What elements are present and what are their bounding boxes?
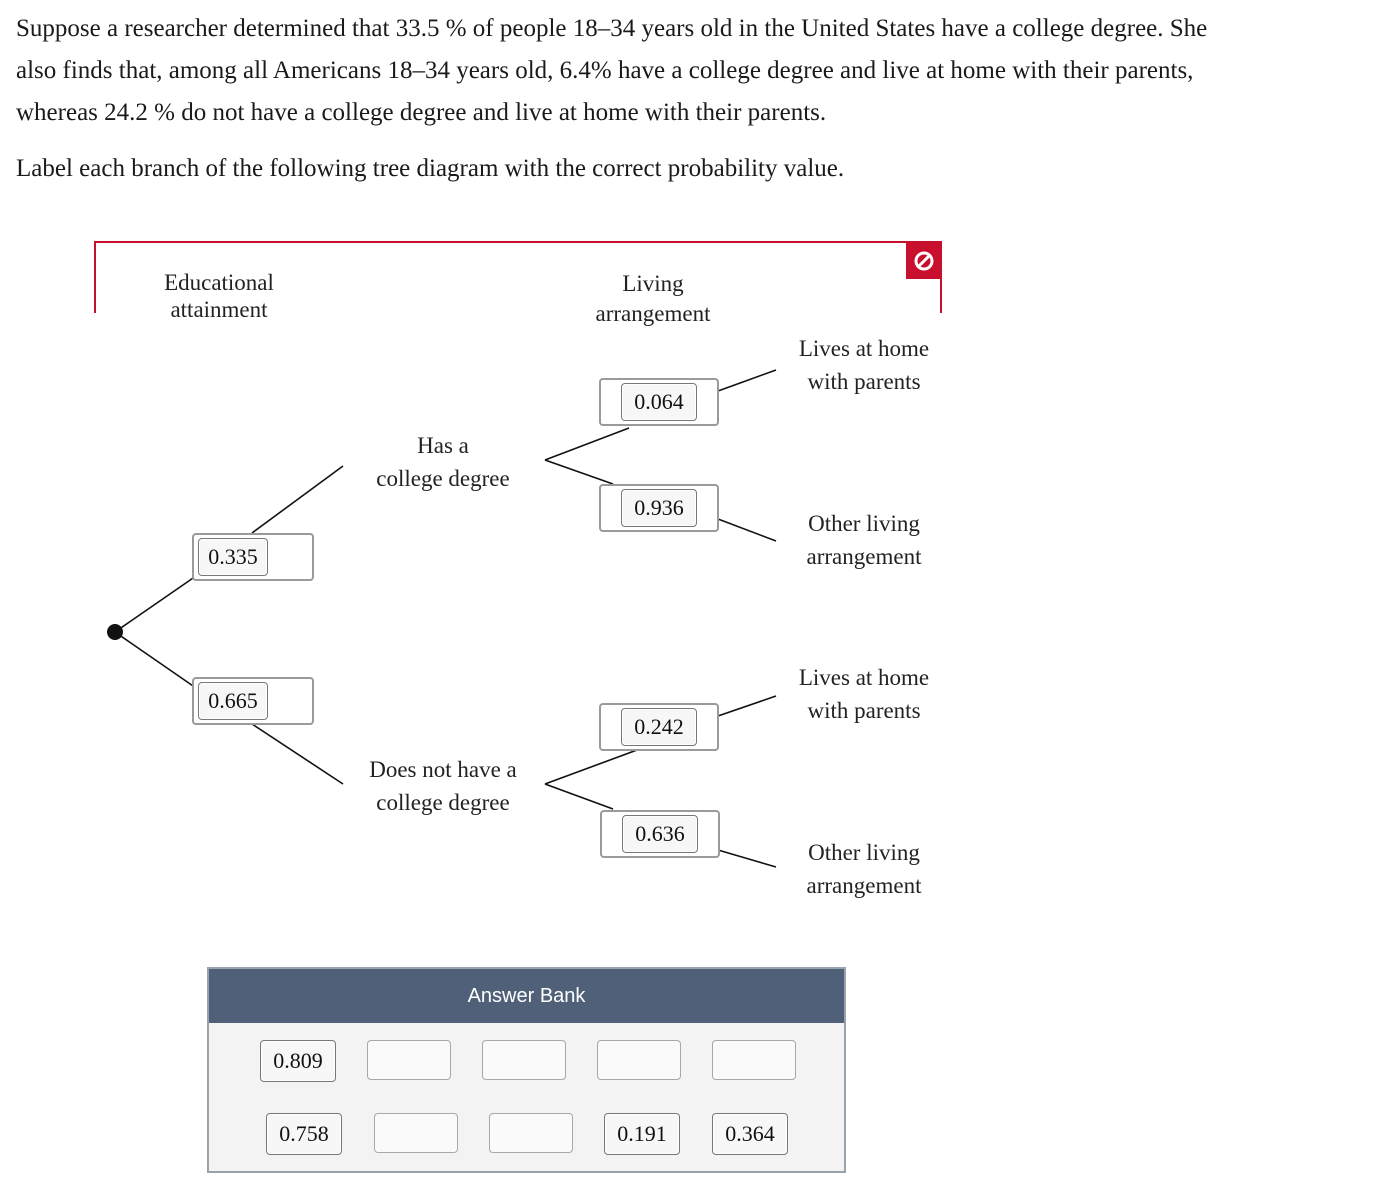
answer-chip[interactable]: 0.335 bbox=[198, 538, 268, 576]
branch-label-no-college: Does not have a college degree bbox=[350, 753, 536, 819]
drop-slot-college-home[interactable]: 0.064 bbox=[599, 378, 719, 426]
instruction-text: Label each branch of the following tree … bbox=[16, 155, 845, 182]
stage2-header: Living arrangement bbox=[572, 269, 734, 329]
leaf-label-college-home-line1: Lives at home bbox=[798, 336, 930, 361]
answer-bank-empty-cell bbox=[482, 1040, 566, 1080]
branch-line-no-college-lower bbox=[251, 723, 344, 785]
branch-line-no-college-home bbox=[544, 749, 638, 785]
answer-bank-empty-cell bbox=[597, 1040, 681, 1080]
branch-label-college-line1: Has a bbox=[417, 433, 469, 458]
question-line-1: Suppose a researcher determined that 33.… bbox=[16, 15, 1208, 42]
branch-line-college-home bbox=[544, 427, 630, 461]
leaf-label-college-other-line1: Other living bbox=[808, 511, 920, 536]
branch-line-no-college-other bbox=[544, 783, 614, 810]
leaf-label-no-college-other-line2: arrangement bbox=[806, 873, 922, 898]
leaf-label-college-home-line2: with parents bbox=[807, 369, 921, 394]
branch-line-college-home-leaf bbox=[717, 369, 777, 392]
leaf-label-no-college-home-line2: with parents bbox=[807, 698, 921, 723]
leaf-label-college-other-line2: arrangement bbox=[806, 544, 922, 569]
branch-line-no-college-home-leaf bbox=[717, 695, 777, 717]
stage2-header-line2: arrangement bbox=[595, 301, 711, 326]
branch-label-no-college-line1: Does not have a bbox=[369, 757, 517, 782]
question-text: Suppose a researcher determined that 33.… bbox=[16, 8, 1376, 134]
root-node bbox=[107, 624, 123, 640]
drop-slot-no-college-home[interactable]: 0.242 bbox=[599, 703, 719, 751]
answer-chip[interactable]: 0.665 bbox=[198, 682, 268, 720]
stage1-header-line1: Educational bbox=[164, 270, 274, 295]
branch-line-no-college-other-leaf bbox=[717, 849, 777, 868]
answer-bank-empty-cell bbox=[489, 1113, 573, 1153]
answer-bank-chip[interactable]: 0.191 bbox=[604, 1113, 680, 1155]
leaf-label-no-college-other-line1: Other living bbox=[808, 840, 920, 865]
drop-slot-no-college-other[interactable]: 0.636 bbox=[600, 810, 720, 858]
answer-chip[interactable]: 0.636 bbox=[622, 815, 698, 853]
tree-diagram bbox=[107, 369, 777, 868]
leaf-label-college-home: Lives at home with parents bbox=[774, 332, 954, 398]
branch-line-no-college bbox=[114, 631, 197, 689]
answer-bank-empty-cell bbox=[367, 1040, 451, 1080]
answer-bank: Answer Bank 0.809 0.758 0.191 0.364 bbox=[207, 967, 846, 1173]
leaf-label-no-college-other: Other living arrangement bbox=[774, 836, 954, 902]
answer-bank-chip[interactable]: 0.758 bbox=[266, 1113, 342, 1155]
branch-line-college-other-leaf bbox=[717, 518, 777, 542]
answer-bank-title: Answer Bank bbox=[209, 969, 844, 1023]
drop-slot-no-college[interactable]: 0.665 bbox=[192, 677, 314, 725]
answer-bank-chip[interactable]: 0.364 bbox=[712, 1113, 788, 1155]
drop-slot-college-other[interactable]: 0.936 bbox=[599, 484, 719, 532]
no-entry-icon bbox=[914, 251, 934, 271]
branch-label-college: Has a college degree bbox=[350, 429, 536, 495]
branch-label-no-college-line2: college degree bbox=[376, 790, 510, 815]
leaf-label-no-college-home: Lives at home with parents bbox=[774, 661, 954, 727]
leaf-label-no-college-home-line1: Lives at home bbox=[798, 665, 930, 690]
answer-bank-empty-cell bbox=[374, 1113, 458, 1153]
answer-chip[interactable]: 0.242 bbox=[621, 708, 697, 746]
leaf-label-college-other: Other living arrangement bbox=[774, 507, 954, 573]
question-line-3: whereas 24.2 % do not have a college deg… bbox=[16, 99, 827, 126]
answer-bank-empty-cell bbox=[712, 1040, 796, 1080]
stage1-header-line2: attainment bbox=[170, 297, 268, 322]
answer-bank-chip[interactable]: 0.809 bbox=[260, 1040, 336, 1082]
stage2-header-line1: Living bbox=[622, 271, 684, 296]
answer-chip[interactable]: 0.064 bbox=[621, 383, 697, 421]
incorrect-status-badge bbox=[906, 243, 942, 279]
branch-label-college-line2: college degree bbox=[376, 466, 510, 491]
answer-chip[interactable]: 0.936 bbox=[621, 489, 697, 527]
branch-line-college-upper bbox=[251, 465, 344, 534]
branch-line-college-other bbox=[544, 459, 614, 485]
question-line-2: also finds that, among all Americans 18–… bbox=[16, 57, 1194, 84]
stage1-header: Educational attainment bbox=[140, 269, 298, 323]
branch-line-college bbox=[114, 575, 197, 633]
drop-slot-college[interactable]: 0.335 bbox=[192, 533, 314, 581]
